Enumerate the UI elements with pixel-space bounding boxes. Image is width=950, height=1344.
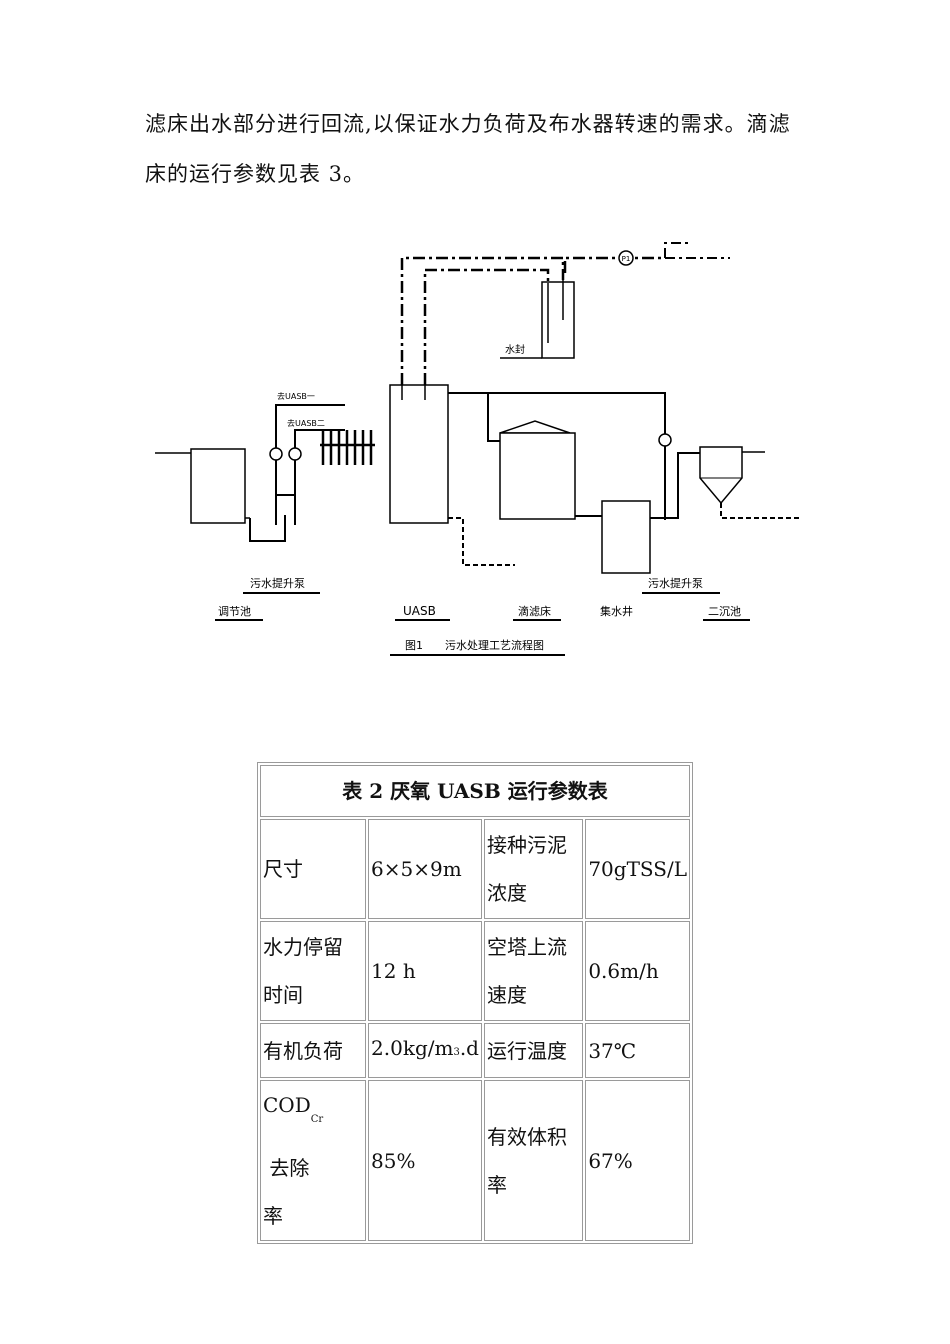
trickling-filter-label: 滴滤床 — [518, 604, 551, 618]
p1-circle — [618, 250, 634, 266]
table-row: CODCr 去除率 85% 有效体积率 67% — [260, 1080, 690, 1241]
pump-2 — [288, 447, 302, 461]
cell-load-value: 2.0kg/m3.d — [368, 1023, 482, 1078]
cell-volume-value: 67% — [585, 1080, 690, 1241]
cell-cod-label: CODCr 去除率 — [260, 1080, 367, 1241]
cell-hrt-label: 水力停留时间 — [260, 921, 367, 1021]
p1-label: P1 — [622, 255, 631, 263]
water-seal-label: 水封 — [505, 343, 525, 356]
cell-upflow-value: 0.6m/h — [585, 921, 690, 1021]
pump-label-left: 污水提升泵 — [250, 577, 305, 590]
collecting-well-label: 集水井 — [600, 604, 633, 618]
cell-temp-value: 37℃ — [585, 1023, 690, 1078]
cell-load-label: 有机负荷 — [260, 1023, 367, 1078]
cell-upflow-label: 空塔上流速度 — [484, 921, 584, 1021]
uasb-label: UASB — [403, 604, 436, 618]
secondary-clarifier — [699, 446, 743, 505]
trickling-filter-distributor — [499, 420, 571, 434]
cell-sludge-label: 接种污泥浓度 — [484, 819, 584, 919]
biogas-pipe — [563, 256, 665, 273]
table-caption: 表 2 厌氧 UASB 运行参数表 — [260, 765, 690, 817]
gas-pipe-outer — [400, 256, 565, 385]
table-row: 水力停留时间 12 h 空塔上流速度 0.6m/h — [260, 921, 690, 1021]
uasb-parameter-table: 表 2 厌氧 UASB 运行参数表 尺寸 6×5×9m 接种污泥浓度 70gTS… — [257, 762, 693, 1244]
gas-pipe-inner — [423, 268, 550, 385]
paragraph-line-2: 床的运行参数见表 3。 — [145, 162, 366, 186]
cell-temp-label: 运行温度 — [484, 1023, 584, 1078]
paragraph-line-1: 滤床出水部分进行回流,以保证水力负荷及布水器转速的需求。滴滤 — [145, 112, 791, 136]
to-uasb1-label: 去UASB一 — [277, 391, 315, 401]
pump-1 — [269, 447, 283, 461]
cell-sludge-value: 70gTSS/L — [585, 819, 690, 919]
to-uasb2-label: 去UASB二 — [287, 418, 325, 428]
cell-hrt-value: 12 h — [368, 921, 482, 1021]
biogas-branch — [664, 242, 730, 259]
pump-label-right: 污水提升泵 — [648, 577, 703, 590]
clarifier-label: 二沉池 — [708, 605, 741, 618]
figure-caption: 图1 污水处理工艺流程图 — [405, 638, 544, 652]
cell-volume-label: 有效体积率 — [484, 1080, 584, 1241]
table-row: 有机负荷 2.0kg/m3.d 运行温度 37℃ — [260, 1023, 690, 1078]
process-flow-diagram: P1 水封 去UASB一 去UASB二 污水提 — [155, 242, 800, 656]
uasb-reactor — [389, 384, 449, 524]
adjustment-tank — [190, 448, 246, 524]
table-row: 尺寸 6×5×9m 接种污泥浓度 70gTSS/L — [260, 819, 690, 919]
cell-size-label: 尺寸 — [260, 819, 367, 919]
collecting-well — [601, 500, 651, 574]
trickling-filter — [499, 432, 576, 520]
water-seal-tank — [541, 281, 575, 359]
adjustment-tank-label: 调节池 — [218, 605, 251, 618]
cell-size-value: 6×5×9m — [368, 819, 482, 919]
cell-cod-value: 85% — [368, 1080, 482, 1241]
